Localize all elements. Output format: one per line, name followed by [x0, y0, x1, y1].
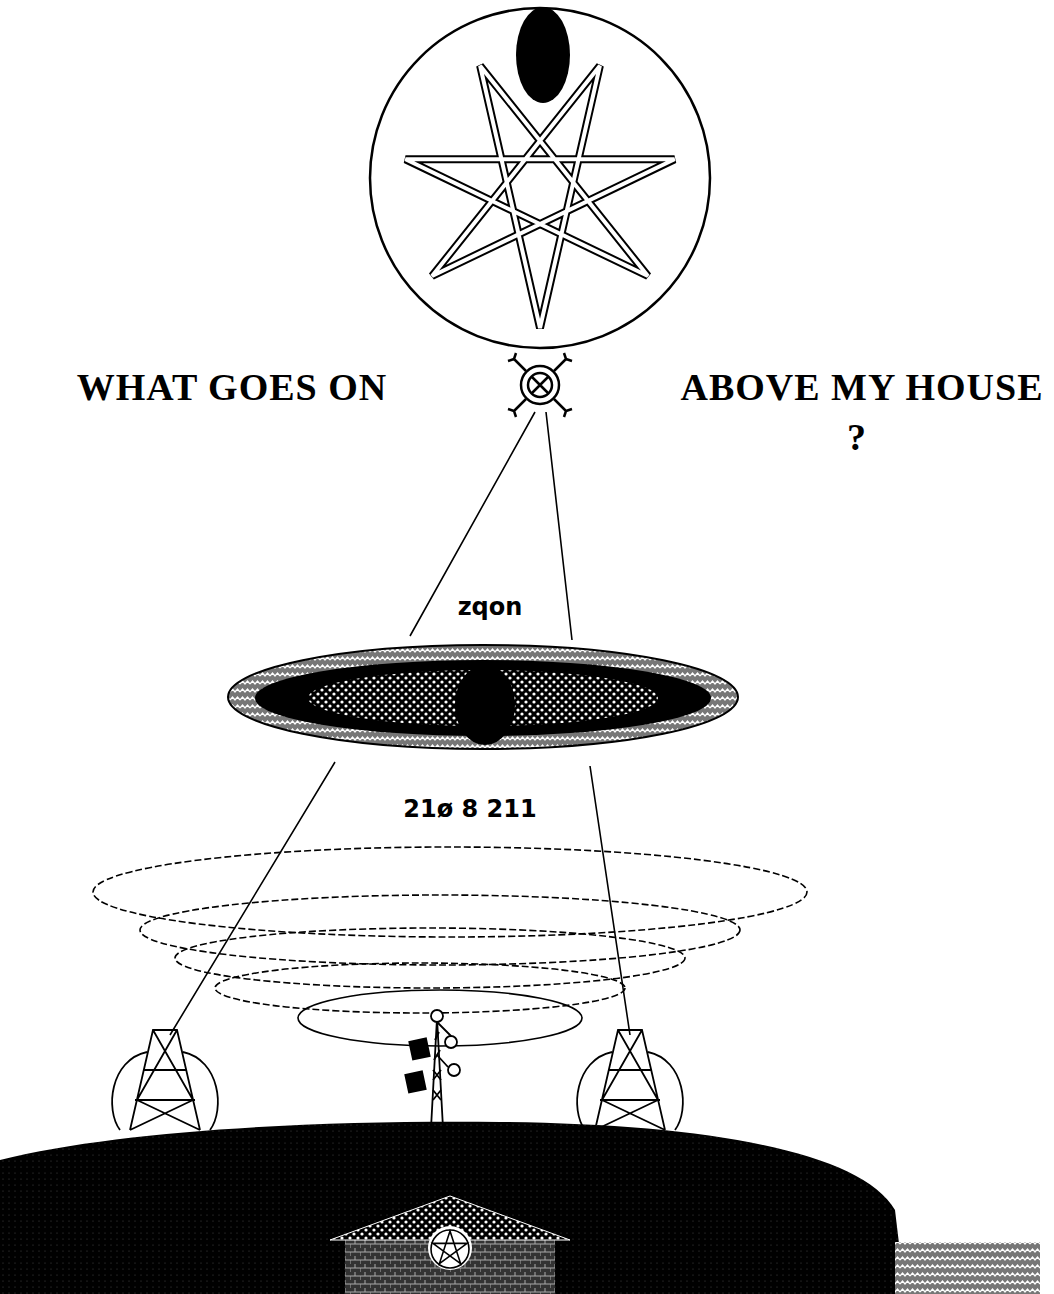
beam-line	[170, 762, 630, 1035]
water	[895, 1242, 1040, 1294]
power-pylon	[112, 1030, 683, 1130]
sigil	[508, 353, 572, 417]
beam-line	[410, 412, 572, 640]
title-text: WHAT GOES ON	[77, 368, 387, 406]
saucer	[228, 645, 738, 749]
title-text: ABOVE MY HOUSE	[680, 368, 1043, 406]
number-label: 21ø 8 211	[403, 797, 536, 821]
question-mark: ?	[847, 418, 867, 456]
black-oval	[516, 7, 570, 103]
antenna-tower	[405, 1010, 460, 1128]
house	[330, 1196, 570, 1294]
heptagram	[406, 66, 675, 328]
sky-circle	[370, 8, 710, 348]
name-label: zqon	[458, 595, 523, 619]
hill	[0, 1122, 905, 1294]
signal-rings	[93, 847, 807, 1046]
